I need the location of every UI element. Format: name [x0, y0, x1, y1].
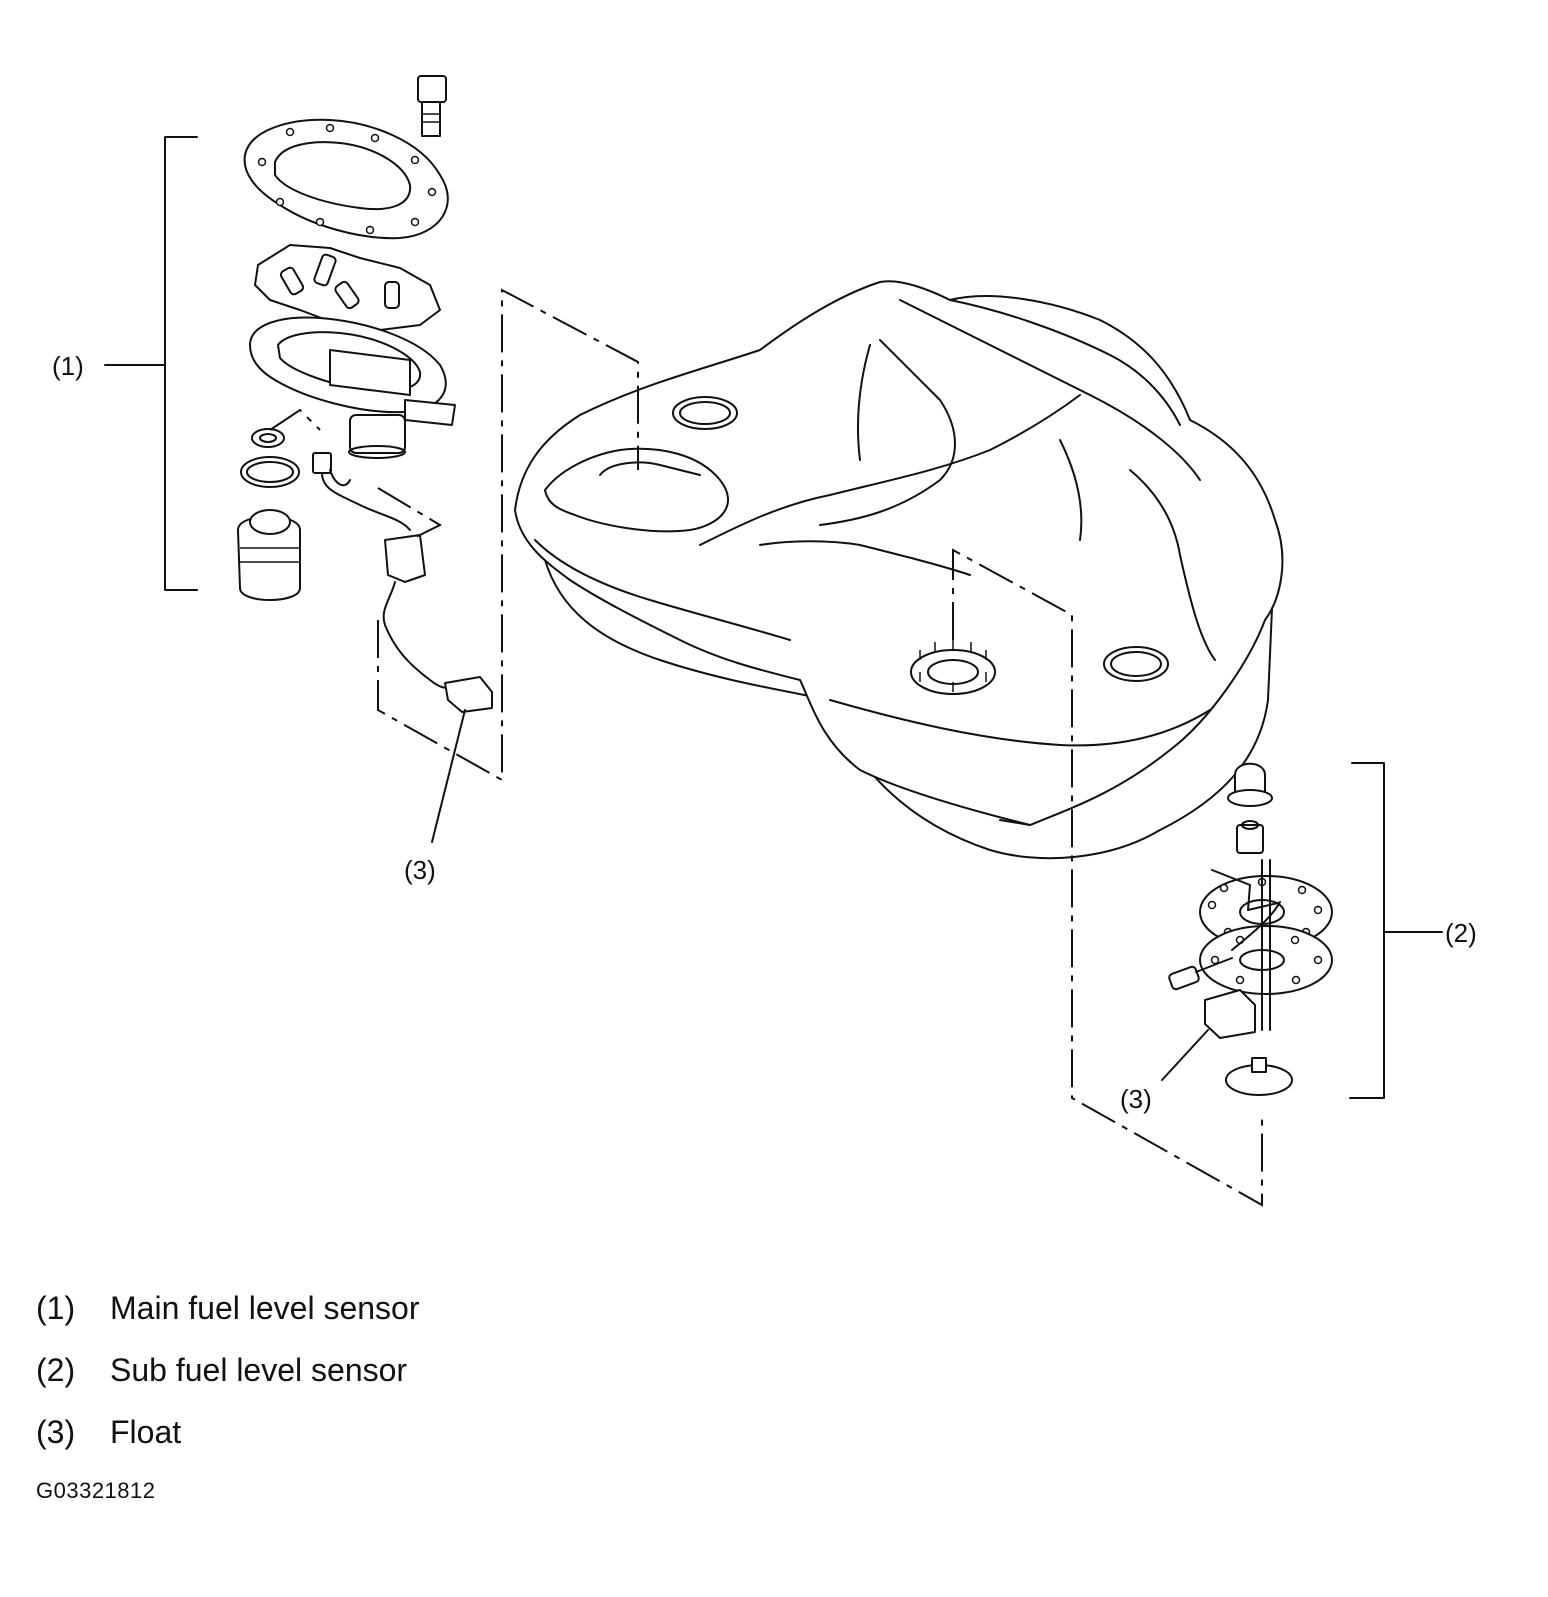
- callout-main-sensor: (1): [52, 351, 84, 381]
- legend-label: Main fuel level sensor: [110, 1290, 420, 1326]
- callout-sub-sensor: (2): [1445, 918, 1477, 948]
- legend-label: Float: [110, 1414, 182, 1450]
- fuel-tank-exploded-diagram: (1) (3) (2) (3): [52, 75, 1477, 1207]
- legend-item-sub-sensor: (2) Sub fuel level sensor: [36, 1352, 419, 1414]
- figure-id: G03321812: [36, 1478, 156, 1503]
- main-fuel-level-sensor-assembly: [237, 75, 493, 713]
- legend-number: (3): [36, 1414, 76, 1450]
- legend: (1) Main fuel level sensor (2) Sub fuel …: [36, 1290, 419, 1476]
- main-sensor-bracket: [104, 136, 198, 591]
- fuel-tank: [514, 280, 1284, 860]
- sub-fuel-level-sensor-assembly: [1168, 762, 1333, 1096]
- callout-float-left: (3): [404, 855, 436, 885]
- legend-label: Sub fuel level sensor: [110, 1352, 408, 1388]
- legend-number: (1): [36, 1290, 76, 1326]
- main-sensor-guide-line: [377, 288, 639, 782]
- sub-sensor-guide-line: [952, 548, 1263, 1207]
- legend-item-main-sensor: (1) Main fuel level sensor: [36, 1290, 419, 1352]
- legend-number: (2): [36, 1352, 76, 1388]
- callout-float-right: (3): [1120, 1084, 1152, 1114]
- sub-sensor-bracket: [1349, 762, 1443, 1099]
- legend-item-float: (3) Float: [36, 1414, 419, 1476]
